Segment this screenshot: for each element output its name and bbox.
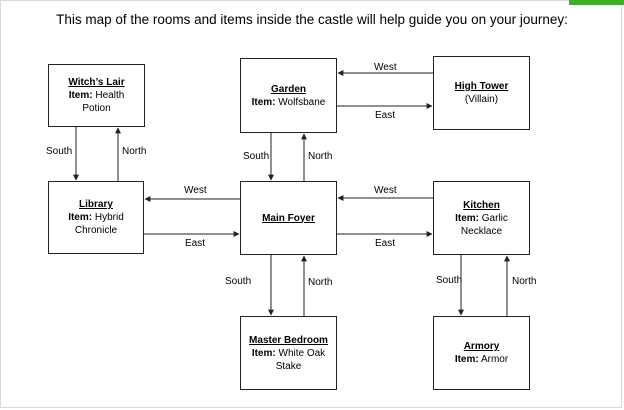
item-name-cont: Potion <box>82 103 111 114</box>
item-label: Item: <box>68 212 93 223</box>
label-east: East <box>375 238 396 249</box>
item-name: Armor <box>480 354 509 365</box>
label-west: West <box>374 62 397 73</box>
item-name-cont: Stake <box>275 360 302 372</box>
item-name: Hybrid <box>94 212 124 223</box>
room-name: Witch’s Lair <box>68 77 125 88</box>
item-label: Item: <box>68 90 93 101</box>
item-label: Item: <box>454 354 479 365</box>
room-name: Library <box>79 199 113 210</box>
room-name: Kitchen <box>463 199 500 211</box>
room-name: Master Bedroom <box>249 334 328 346</box>
label-south: South <box>243 151 270 162</box>
room-witchs-lair: Witch’s Lair Item: Health Potion <box>48 64 145 127</box>
room-name: Main Foyer <box>262 212 315 224</box>
label-east: East <box>375 110 396 121</box>
room-kitchen: Kitchen Item: Garlic Necklace <box>433 181 530 255</box>
label-north: North <box>512 276 537 287</box>
label-south: South <box>46 146 73 157</box>
room-name: Garden <box>270 83 306 95</box>
item-name: White Oak <box>278 347 326 359</box>
item-label: Item: <box>455 212 479 224</box>
room-note: (Villain) <box>464 94 499 105</box>
item-name: Health <box>95 90 125 101</box>
item-name: Garlic <box>481 212 508 224</box>
item-name-cont: Necklace <box>460 225 503 237</box>
room-main-foyer: Main Foyer <box>240 181 337 255</box>
label-north: North <box>308 277 333 288</box>
room-name: Armory <box>463 341 500 352</box>
room-library: Library Item: Hybrid Chronicle <box>48 181 144 254</box>
accent-bar <box>569 0 624 5</box>
label-west: West <box>374 185 397 196</box>
page-title: This map of the rooms and items inside t… <box>56 12 568 27</box>
room-high-tower: High Tower (Villain) <box>433 56 530 130</box>
label-south: South <box>436 275 463 286</box>
item-label: Item: <box>251 96 276 108</box>
room-name: High Tower <box>454 81 509 92</box>
room-master-bedroom: Master Bedroom Item: White Oak Stake <box>240 316 337 390</box>
label-west: West <box>184 185 207 196</box>
label-north: North <box>122 146 147 157</box>
item-name: Wolfsbane <box>278 96 326 108</box>
label-north: North <box>308 151 333 162</box>
room-garden: Garden Item: Wolfsbane <box>240 58 337 133</box>
label-east: East <box>185 238 206 249</box>
item-label: Item: <box>251 347 276 359</box>
label-south: South <box>225 276 252 287</box>
room-armory: Armory Item: Armor <box>433 316 530 390</box>
item-name-cont: Chronicle <box>74 225 118 236</box>
